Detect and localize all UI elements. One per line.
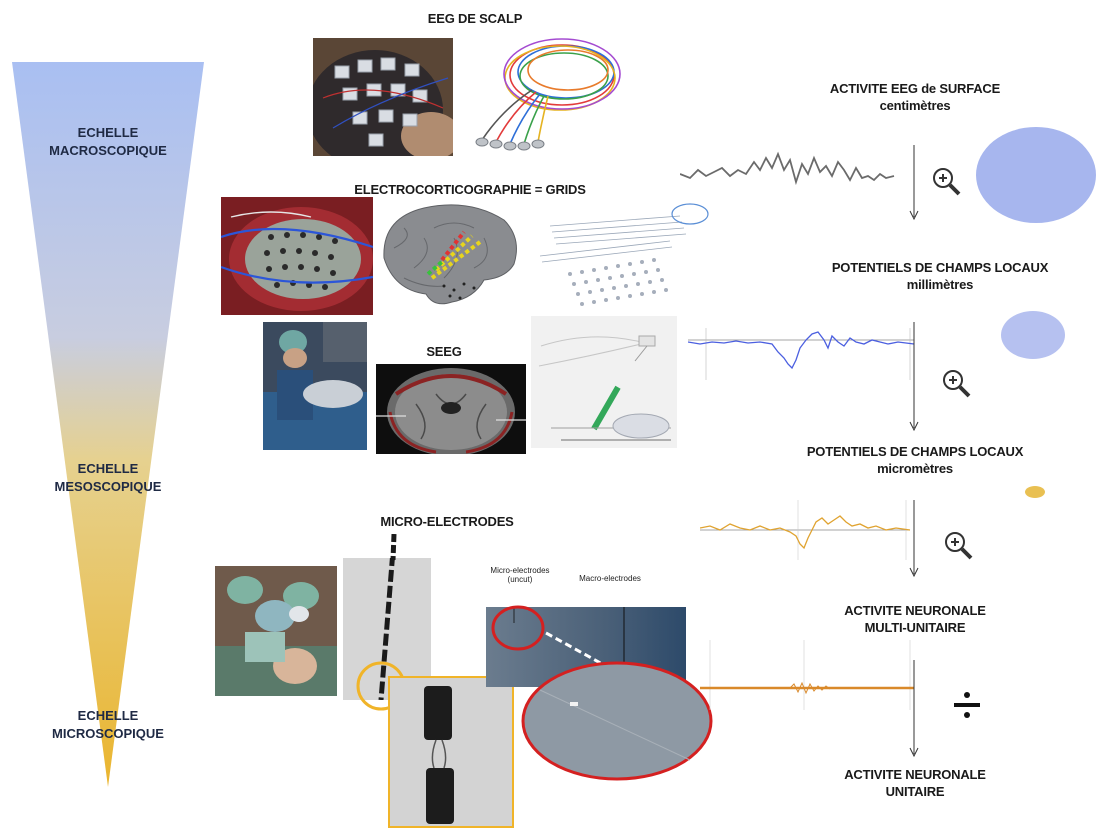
scalp-electrode-cables <box>462 30 622 152</box>
mua-trace <box>700 640 914 710</box>
ecog-surgery-photo <box>221 197 373 315</box>
micro-tip-zoom-ellipse <box>521 661 713 781</box>
down-arrow-1 <box>909 145 919 221</box>
lfp-mm-trace <box>688 328 915 380</box>
zoom-in-icon <box>933 168 961 196</box>
ecog-brain-model <box>374 198 522 310</box>
scale-blob-cm <box>976 127 1096 223</box>
division-icon <box>954 692 980 718</box>
scalp-eeg-photo <box>313 38 453 156</box>
lfp-um-trace <box>700 500 911 560</box>
eeg-surface-trace <box>680 151 895 186</box>
scalp-eeg-title: EEG DE SCALP <box>427 11 523 26</box>
micro-tip-red-circle <box>491 605 545 651</box>
macro-electrodes-annotation: Macro-electrodes <box>579 574 641 583</box>
seeg-mri-coronal <box>376 364 526 454</box>
scale-blob-mm <box>1001 311 1065 359</box>
scale-gradient-triangle <box>12 62 204 787</box>
seeg-operating-room-photo <box>263 322 367 450</box>
micro-electrodes-annotation: Micro-electrodes (uncut) <box>490 566 550 584</box>
micro-electrode-shaft-top <box>390 534 397 560</box>
micro-electrodes-title: MICRO-ELECTRODES <box>380 514 514 529</box>
seeg-depth-electrode <box>531 316 677 448</box>
scale-blob-um <box>1025 486 1045 498</box>
down-arrow-3 <box>909 500 919 578</box>
down-arrow-2 <box>909 322 919 432</box>
ecog-title: ELECTROCORTICOGRAPHIE = GRIDS <box>354 182 586 197</box>
micro-electrode-shaft-photo <box>343 558 431 700</box>
micro-surgery-photo <box>215 566 337 696</box>
seeg-title: SEEG <box>426 344 462 359</box>
down-arrow-4 <box>909 660 919 758</box>
ecog-grid-electrode <box>530 196 718 316</box>
micro-electrode-tip-zoom <box>388 676 514 828</box>
zoom-in-icon <box>943 370 971 398</box>
zoom-in-icon <box>945 532 973 560</box>
